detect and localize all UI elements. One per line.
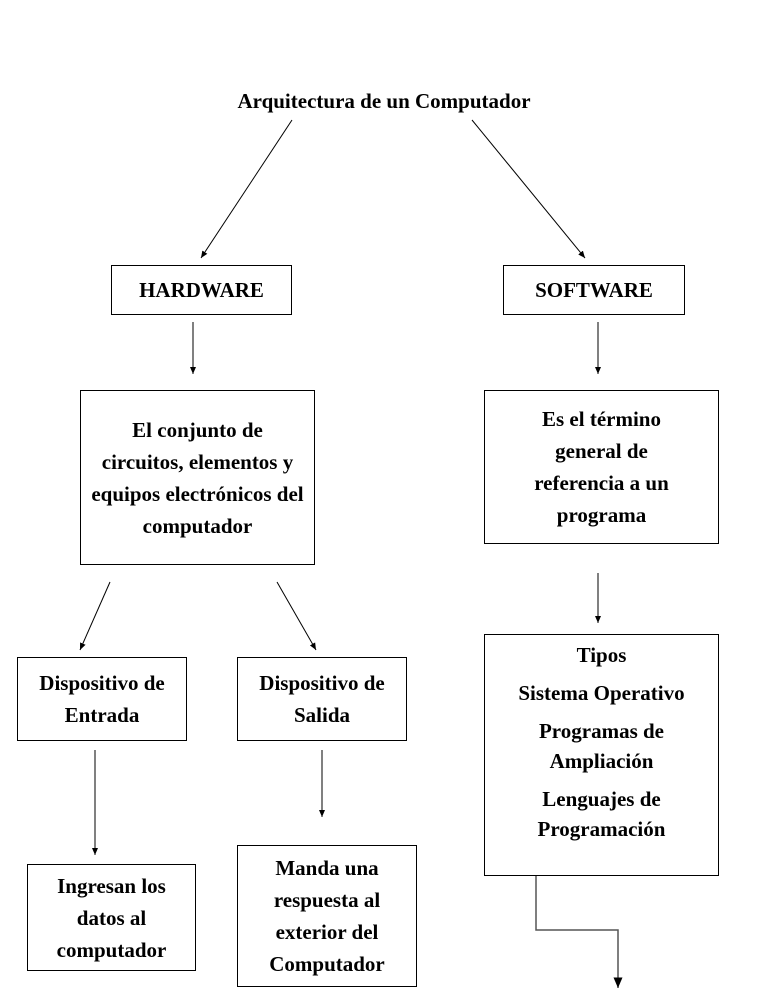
software-type-item: Programas de Ampliación (538, 719, 664, 773)
arrow-title-hardware (200, 119, 293, 259)
output-device-label: Dispositivo de Salida (259, 671, 385, 727)
output-device-box: Dispositivo de Salida (237, 657, 407, 741)
diagram-title: Arquitectura de un Computador (237, 89, 531, 113)
software-description: Es el término general de referencia a un… (534, 407, 669, 527)
hardware-description-box: El conjunto de circuitos, elementos y eq… (80, 390, 315, 565)
arrow-title-software (471, 119, 586, 259)
software-label: SOFTWARE (535, 278, 653, 302)
software-box: SOFTWARE (503, 265, 685, 315)
output-device-description-box: Manda una respuesta al exterior del Comp… (237, 845, 417, 987)
arrow-hw-input (79, 581, 111, 651)
software-type-item: Lenguajes de Programación (537, 787, 666, 841)
input-device-description: Ingresan los datos al computador (56, 873, 167, 962)
input-device-description-box: Ingresan los datos al computador (27, 864, 196, 971)
software-types-box: Tipos Sistema Operativo Programas de Amp… (484, 634, 719, 876)
hardware-label: HARDWARE (139, 278, 264, 302)
software-description-box: Es el término general de referencia a un… (484, 390, 719, 544)
hardware-description: El conjunto de circuitos, elementos y eq… (91, 417, 304, 538)
software-type-item: Sistema Operativo (518, 681, 685, 705)
output-device-description: Manda una respuesta al exterior del Comp… (269, 856, 385, 976)
software-types-heading: Tipos (576, 643, 627, 667)
hardware-box: HARDWARE (111, 265, 292, 315)
arrow-hw-output (276, 581, 317, 651)
arrow-types-elbow (535, 876, 623, 988)
input-device-box: Dispositivo de Entrada (17, 657, 187, 741)
input-device-label: Dispositivo de Entrada (39, 671, 165, 727)
